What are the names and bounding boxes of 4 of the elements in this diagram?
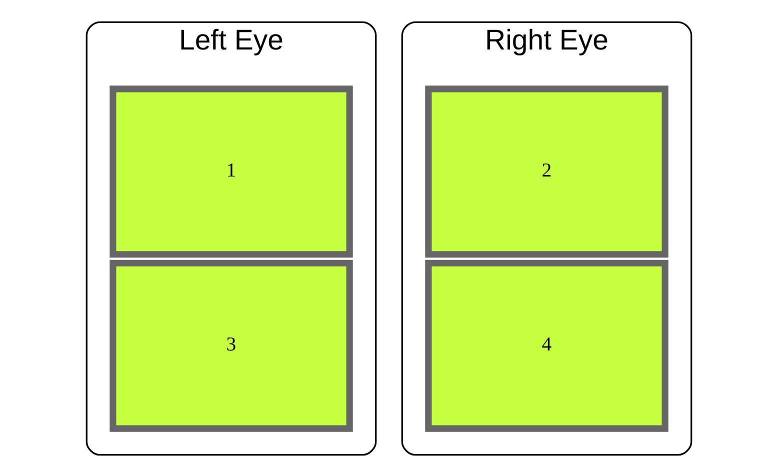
node-box: 4: [424, 259, 668, 432]
node-box: 1: [109, 85, 352, 258]
node-box: 3: [109, 259, 352, 432]
node-box: 2: [424, 85, 668, 258]
